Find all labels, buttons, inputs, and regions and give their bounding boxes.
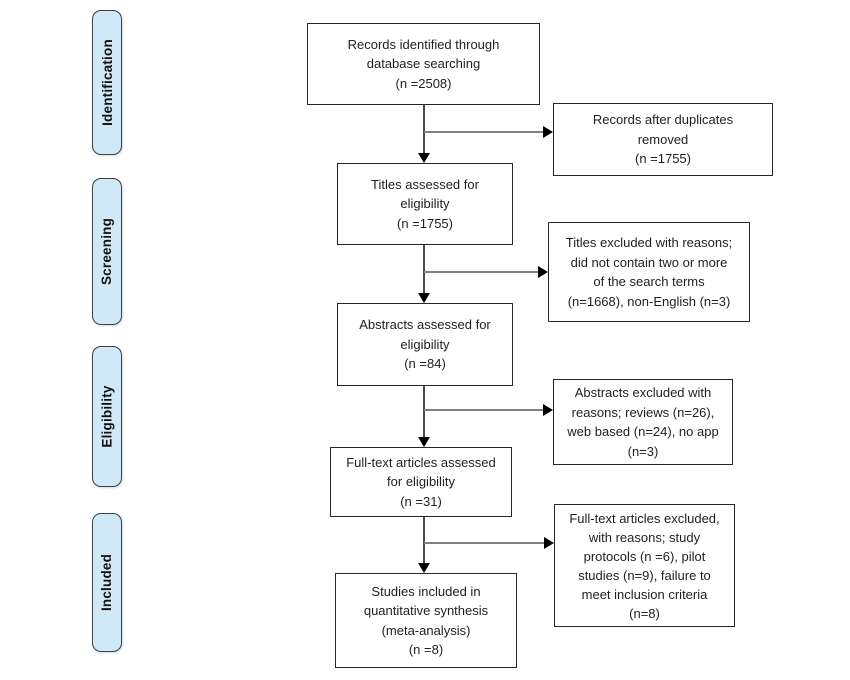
stage-included: Included <box>92 513 122 652</box>
stage-included-label: Included <box>99 553 115 612</box>
connector-line-to-duplicates <box>424 131 543 133</box>
box-fulltext-assessed: Full-text articles assessed for eligibil… <box>330 447 512 517</box>
connector-line-abstracts-to-fulltext <box>423 386 425 437</box>
box-duplicates-removed-text: Records after duplicates removed (n =175… <box>592 112 734 167</box>
connector-line-to-titles-excluded <box>424 271 538 273</box>
box-records-identified: Records identified through database sear… <box>307 23 540 105</box>
box-titles-excluded-text: Titles excluded with reasons; did not co… <box>565 235 733 309</box>
box-titles-assessed: Titles assessed for eligibility (n =1755… <box>337 163 513 245</box>
stage-identification-label: Identification <box>99 39 115 126</box>
connector-line-titles-to-abstracts <box>423 245 425 293</box>
arrowhead-right-abstracts-excluded <box>543 404 553 416</box>
connector-line-records-to-titles <box>423 105 425 154</box>
stage-screening-label: Screening <box>99 217 115 286</box>
box-titles-assessed-text: Titles assessed for eligibility (n =1755… <box>371 176 479 231</box>
arrowhead-right-fulltext-excluded <box>544 537 554 549</box>
arrowhead-down-titles <box>418 153 430 163</box>
stage-eligibility-label: Eligibility <box>99 385 115 448</box>
arrowhead-right-duplicates <box>543 126 553 138</box>
box-records-identified-text: Records identified through database sear… <box>347 36 500 91</box>
arrowhead-down-included <box>418 563 430 573</box>
box-abstracts-excluded-text: Abstracts excluded with reasons; reviews… <box>567 385 719 459</box>
box-fulltext-excluded-text: Full-text articles excluded, with reason… <box>569 510 720 621</box>
box-abstracts-assessed-text: Abstracts assessed for eligibility (n =8… <box>359 317 491 372</box>
box-abstracts-excluded: Abstracts excluded with reasons; reviews… <box>553 379 733 465</box>
connector-line-to-abstracts-excluded <box>424 409 543 411</box>
stage-screening: Screening <box>92 178 122 325</box>
box-studies-included: Studies included in quantitative synthes… <box>335 573 517 668</box>
box-fulltext-assessed-text: Full-text articles assessed for eligibil… <box>346 454 496 509</box>
box-duplicates-removed: Records after duplicates removed (n =175… <box>553 103 773 176</box>
box-abstracts-assessed: Abstracts assessed for eligibility (n =8… <box>337 303 513 386</box>
box-fulltext-excluded: Full-text articles excluded, with reason… <box>554 504 735 627</box>
connector-line-to-fulltext-excluded <box>424 542 544 544</box>
connector-line-fulltext-to-included <box>423 517 425 563</box>
arrowhead-down-fulltext <box>418 437 430 447</box>
stage-eligibility: Eligibility <box>92 346 122 487</box>
arrowhead-right-titles-excluded <box>538 266 548 278</box>
stage-identification: Identification <box>92 10 122 155</box>
box-studies-included-text: Studies included in quantitative synthes… <box>363 583 489 658</box>
arrowhead-down-abstracts <box>418 293 430 303</box>
box-titles-excluded: Titles excluded with reasons; did not co… <box>548 222 750 322</box>
